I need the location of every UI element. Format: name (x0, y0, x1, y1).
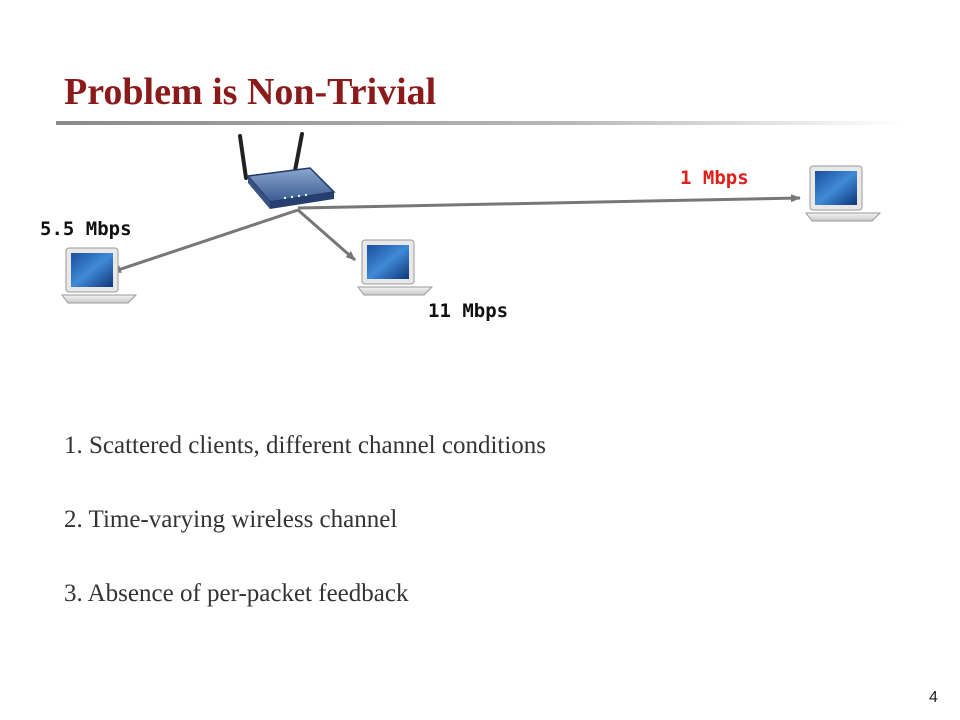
slide-title: Problem is Non-Trivial (64, 71, 437, 113)
link-arrow-1mbps (297, 194, 801, 210)
page-number: 4 (929, 689, 938, 706)
rate-label-1mbps: 1 Mbps (680, 167, 749, 189)
wireless-router-icon (238, 132, 336, 209)
rate-label-11mbps: 11 Mbps (428, 300, 509, 322)
bullet-item: 3. Absence of per-packet feedback (64, 580, 409, 607)
bullet-list: 1. Scattered clients, different channel … (64, 430, 546, 652)
rate-label-5-5mbps: 5.5 Mbps (40, 218, 132, 240)
laptop-icon (805, 165, 882, 222)
title-underline (56, 121, 906, 125)
bullet-item: 2. Time-varying wireless channel (64, 506, 398, 533)
network-diagram (61, 132, 882, 304)
link-arrow-11mbps (297, 208, 356, 262)
laptop-icon (61, 247, 138, 304)
link-arrow-5-5mbps (111, 208, 299, 274)
bullet-item: 1. Scattered clients, different channel … (64, 432, 547, 459)
laptop-icon (357, 239, 434, 296)
